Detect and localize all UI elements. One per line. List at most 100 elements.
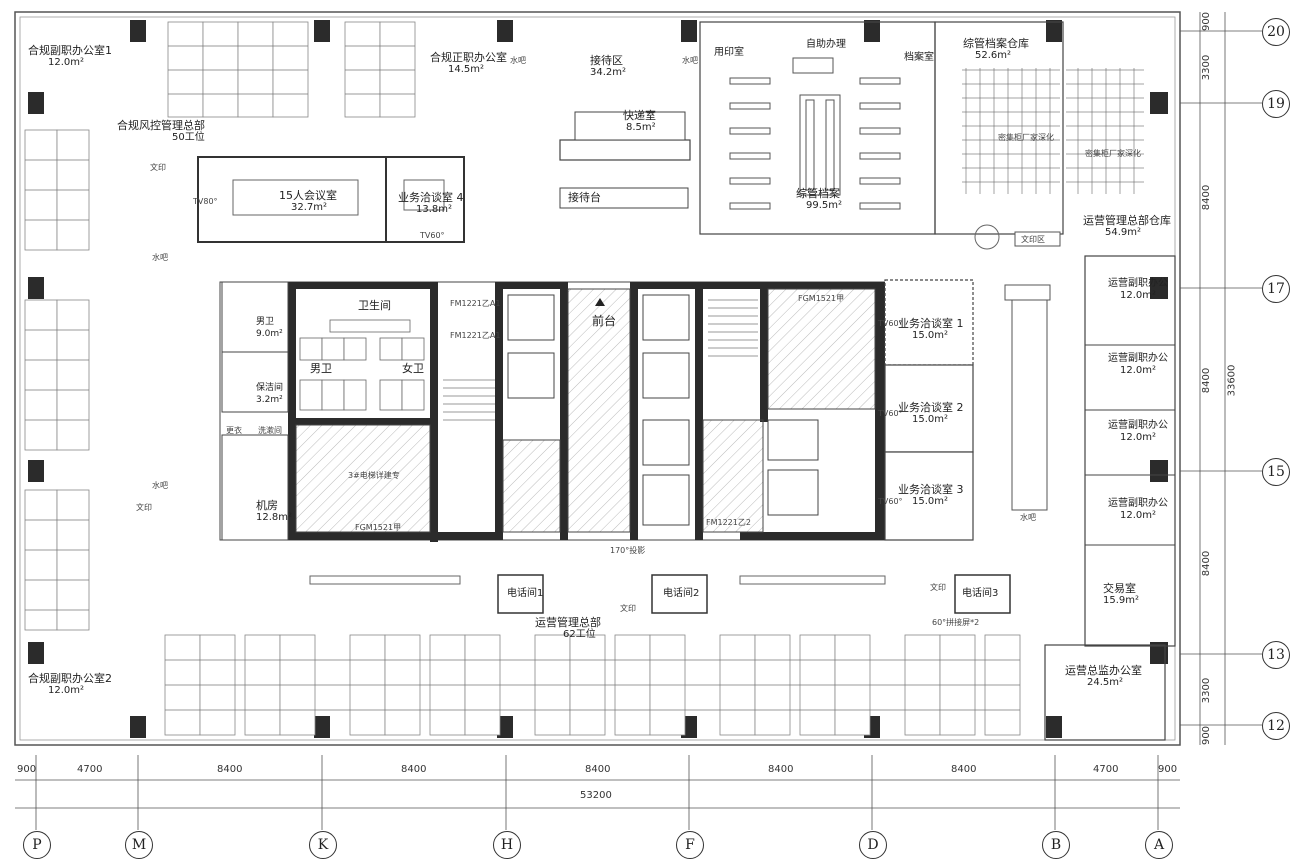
- room-area: 9.0m²: [256, 329, 283, 339]
- workstations-south: [164, 574, 1021, 736]
- axis-row-19: 19: [1262, 90, 1290, 118]
- note-dense-cabinet-1: 密集柜厂家深化: [998, 133, 1054, 142]
- room-front-desk: 前台: [592, 314, 617, 328]
- workstations-north: [167, 21, 416, 118]
- room-name: 合规副职办公室2: [28, 672, 112, 685]
- room-area: 12.0m²: [1120, 432, 1157, 443]
- axis-column-p: P: [23, 831, 51, 859]
- label-screen-note: 60°拼接屏*2: [932, 618, 980, 627]
- label-stationery-east: 文印: [930, 583, 946, 592]
- room-stationery-zone: 文印区: [1021, 235, 1045, 244]
- axis-column-b: B: [1042, 831, 1070, 859]
- room-name: 业务洽谈室 2: [898, 401, 964, 414]
- note-dense-cabinet-2: 密集柜厂家深化: [1085, 149, 1141, 158]
- room-compliance-head: 合规正职办公室 14.5m²: [430, 52, 507, 76]
- structural-columns: [28, 20, 1168, 738]
- room-ops-deputy-1: 运营副职办公 12.0m²: [1108, 278, 1168, 302]
- room-self-service: 自助办理: [806, 39, 846, 50]
- archive-warehouse: [934, 21, 1144, 250]
- room-name: 15人会议室: [279, 189, 337, 202]
- room-express: 快递室 8.5m²: [623, 110, 656, 134]
- room-area: 12.0m²: [48, 685, 85, 696]
- axis-row-13: 13: [1262, 641, 1290, 669]
- room-women: 女卫: [402, 362, 424, 375]
- label-tv-80: TV80°: [193, 197, 218, 206]
- room-archive-warehouse: 综管档案仓库 52.6m²: [963, 38, 1029, 62]
- label-elevator-shaft: 3#电梯详建专: [348, 471, 400, 480]
- east-counter: [1004, 284, 1051, 511]
- label-door-4: FGM1521甲: [798, 294, 845, 303]
- room-name: 合规副职办公室1: [28, 44, 112, 57]
- room-cleaning: 保洁间 3.2m²: [256, 382, 283, 406]
- dim-right-7: 900: [1201, 725, 1213, 746]
- room-name: 合规正职办公室: [430, 51, 507, 64]
- label-stationery-south: 文印: [620, 604, 636, 613]
- room-area: 8.5m²: [626, 122, 656, 133]
- room-dressing: 更衣: [226, 426, 242, 435]
- axis-column-h: H: [493, 831, 521, 859]
- building-core: [219, 281, 886, 542]
- dim-right-1: 900: [1201, 11, 1213, 32]
- axis-column-k: K: [309, 831, 337, 859]
- room-name: 运营副职办公: [1108, 278, 1168, 289]
- room-ops-deputy-3: 运营副职办公 12.0m²: [1108, 420, 1168, 444]
- label-door-2: FM1221乙A1: [450, 331, 501, 340]
- room-business-meeting-2: 业务洽谈室 2 15.0m²: [898, 402, 964, 426]
- label-water-bar-2: 水吧: [682, 56, 698, 65]
- room-area: 24.5m²: [1087, 677, 1124, 688]
- room-machine: 机房 12.8m²: [256, 500, 292, 524]
- label-print-west: 文印: [136, 503, 152, 512]
- room-archives-center: 综管档案 99.5m²: [796, 188, 842, 212]
- room-name: 综管档案仓库: [963, 37, 1029, 50]
- room-phone-2: 电话间2: [663, 588, 700, 599]
- room-area: 15.0m²: [912, 330, 949, 341]
- room-ops-hq: 运营管理总部 62工位: [535, 617, 601, 641]
- room-area: 52.6m²: [975, 50, 1012, 61]
- room-business-meeting-4: 业务洽谈室 4 13.8m²: [398, 192, 464, 216]
- business-meeting-rooms: [884, 279, 974, 541]
- dim-bottom-2: 4700: [77, 764, 103, 775]
- dim-right-3: 8400: [1201, 184, 1213, 211]
- dim-right-2: 3300: [1201, 54, 1213, 81]
- east-offices: [1044, 255, 1176, 741]
- room-washing: 洗漱间: [258, 426, 282, 435]
- room-area: 12.0m²: [1120, 365, 1157, 376]
- room-seats: 62工位: [563, 629, 596, 640]
- room-name: 综管档案: [796, 187, 840, 200]
- room-area: 12.0m²: [1120, 510, 1157, 521]
- room-name: 男卫: [256, 317, 275, 327]
- room-area: 13.8m²: [416, 204, 453, 215]
- dim-right-6: 3300: [1201, 677, 1213, 704]
- room-area: 99.5m²: [806, 200, 843, 211]
- label-door-3: FGM1521甲: [355, 523, 402, 532]
- room-meeting-15: 15人会议室 32.7m²: [279, 190, 337, 214]
- room-area: 32.7m²: [291, 202, 328, 213]
- room-name: 运营管理总部: [535, 616, 601, 629]
- workstations-west: [24, 129, 90, 631]
- label-water-bar: 水吧: [510, 56, 526, 65]
- label-tv-60-1: TV60°: [878, 319, 903, 328]
- room-area: 12.0m²: [48, 57, 85, 68]
- axis-row-17: 17: [1262, 275, 1290, 303]
- room-ops-deputy-2: 运营副职办公 12.0m²: [1108, 353, 1168, 377]
- label-water-bar-west-2: 水吧: [152, 481, 168, 490]
- room-area: 15.9m²: [1103, 595, 1140, 606]
- label-projection: 170°投影: [610, 546, 646, 555]
- label-print: 文印: [150, 163, 166, 172]
- building-outline: [14, 11, 1181, 746]
- label-tv-60-top: TV60°: [420, 231, 445, 240]
- west-core-rooms: [221, 281, 289, 541]
- label-water-bar-east: 水吧: [1020, 513, 1036, 522]
- room-area: 12.0m²: [1120, 290, 1157, 301]
- axis-column-m: M: [125, 831, 153, 859]
- axis-row-20: 20: [1262, 18, 1290, 46]
- room-mens-small: 男卫 9.0m²: [256, 316, 283, 340]
- room-name: 合规风控管理总部: [117, 119, 205, 132]
- dim-bottom-1: 900: [17, 764, 37, 775]
- room-compliance-risk-hq: 合规风控管理总部 50工位: [117, 120, 205, 144]
- room-business-meeting-3: 业务洽谈室 3 15.0m²: [898, 484, 964, 508]
- room-name: 运营总监办公室: [1065, 664, 1142, 677]
- room-name: 业务洽谈室 4: [398, 191, 464, 204]
